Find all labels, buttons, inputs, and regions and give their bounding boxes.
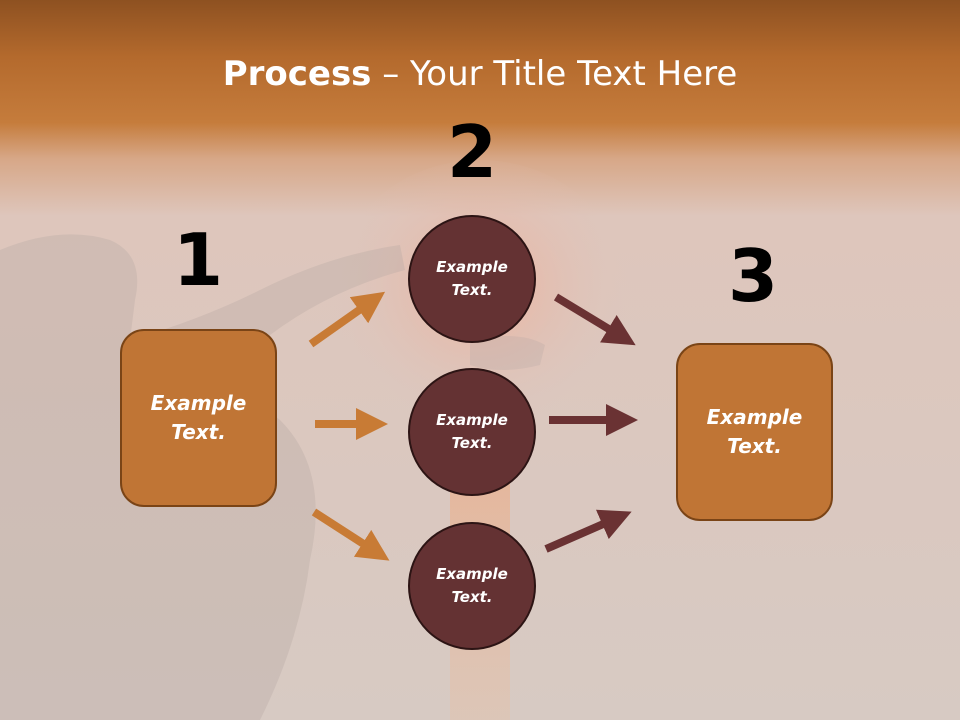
step-1-text-line2: Text. — [171, 420, 226, 444]
arrow-1-to-bottom — [311, 508, 390, 561]
circle-bottom: Example Text. — [408, 522, 536, 650]
step-3-text-line2: Text. — [727, 434, 782, 458]
circle-top-text-line1: Example — [436, 258, 508, 276]
circle-top: Example Text. — [408, 215, 536, 343]
arrow-bottom-to-3 — [544, 509, 632, 553]
arrow-top-to-3 — [553, 293, 636, 346]
circle-middle: Example Text. — [408, 368, 536, 496]
circle-bottom-text-line1: Example — [436, 565, 508, 583]
title-rest: – Your Title Text Here — [371, 54, 738, 94]
step-number-1: 1 — [172, 218, 224, 302]
arrow-1-to-top — [308, 291, 386, 348]
step-3-text-line1: Example — [706, 405, 803, 429]
step-number-2: 2 — [446, 110, 498, 194]
circle-bottom-text-line2: Text. — [451, 588, 493, 606]
step-3-box: Example Text. — [676, 343, 833, 521]
step-number-3: 3 — [727, 234, 779, 318]
circle-middle-text-line2: Text. — [451, 434, 493, 452]
title-bold: Process — [222, 54, 372, 94]
slide-title: Process – Your Title Text Here — [0, 52, 960, 96]
circle-middle-text-line1: Example — [436, 411, 508, 429]
step-1-box: Example Text. — [120, 329, 277, 507]
circle-top-text-line2: Text. — [451, 281, 493, 299]
step-1-text-line1: Example — [150, 391, 247, 415]
